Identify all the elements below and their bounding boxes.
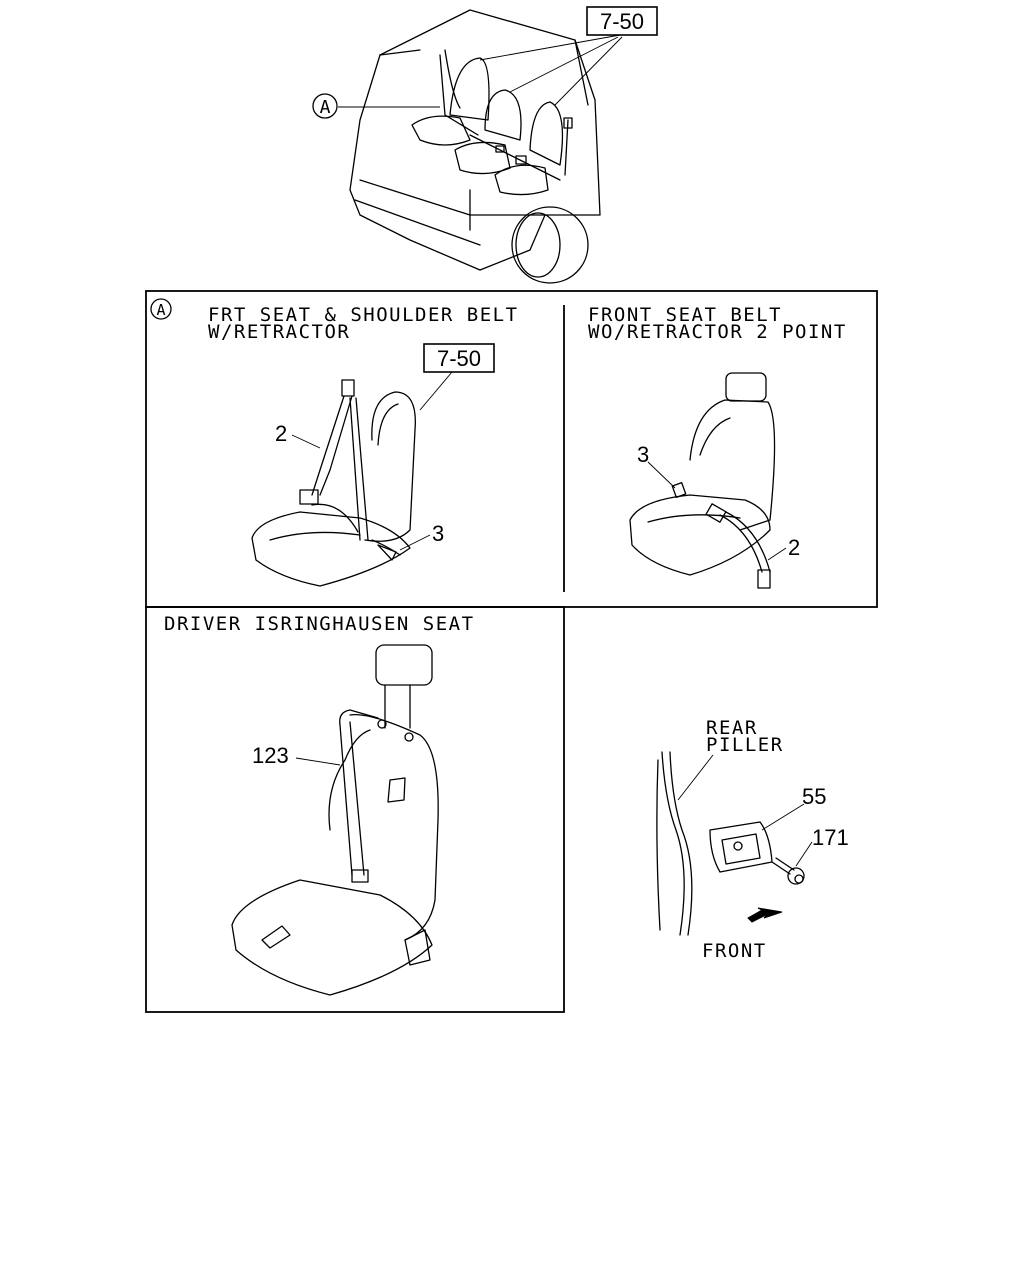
frt-seat-title-line-2: W/RETRACTOR — [208, 321, 350, 343]
part-number-2-right: 2 — [788, 535, 800, 560]
shoulder-belt-seat-illustration — [251, 371, 453, 587]
two-point-belt-seat-illustration — [629, 372, 787, 589]
part-number-3-right: 3 — [637, 442, 649, 467]
part-number-171: 171 — [812, 825, 849, 850]
rear-pillar-label-line-2: PILLER — [706, 734, 784, 756]
part-number-55: 55 — [802, 784, 826, 809]
driver-seat-title: DRIVER ISRINGHAUSEN SEAT — [164, 613, 475, 635]
rear-pillar-illustration — [656, 751, 813, 936]
part-number-2-left: 2 — [275, 421, 287, 446]
front-belt-title-line-2: WO/RETRACTOR 2 POINT — [588, 321, 847, 343]
front-belt-title-line-1: FRONT SEAT BELT — [588, 304, 782, 326]
overview-reference-box: 7-50 — [586, 6, 658, 36]
panel-a-marker: A — [150, 298, 172, 320]
part-number-3-left: 3 — [432, 521, 444, 546]
panel-a-marker-label: A — [156, 301, 165, 319]
front-direction-label: FRONT — [702, 940, 767, 962]
panel-frames — [145, 290, 878, 1013]
callout-a-marker: A — [312, 93, 338, 119]
callout-a-label: A — [320, 97, 331, 118]
driver-seat-illustration — [231, 644, 439, 996]
part-number-123: 123 — [252, 743, 289, 768]
panel-a-reference-box: 7-50 — [423, 343, 495, 373]
cab-overview-illustration — [338, 9, 623, 284]
frt-seat-title-line-1: FRT SEAT & SHOULDER BELT — [208, 304, 519, 326]
panel-a-ref-label: 7-50 — [437, 346, 481, 371]
rear-pillar-label-line-1: REAR — [706, 717, 758, 739]
overview-ref-label: 7-50 — [600, 9, 644, 34]
